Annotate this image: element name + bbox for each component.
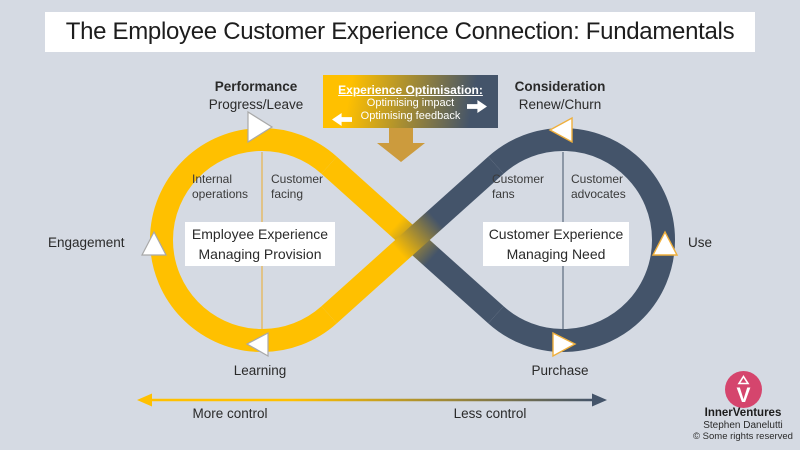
stage-performance-label: Performance [214, 79, 298, 94]
stage-learning-label: Learning [233, 363, 287, 378]
employee-flow-triangle-bottom-icon [245, 332, 269, 358]
customer-advocates-label: Customer advocates [571, 172, 626, 201]
optimisation-heading: Experience Optimisation: [338, 83, 483, 97]
control-axis-right-arrowhead-icon [592, 393, 607, 407]
page-title: The Employee Customer Experience Connect… [45, 12, 755, 52]
stage-engagement-label: Engagement [48, 235, 125, 250]
employee-flow-triangle-top-icon [247, 110, 274, 144]
stage-purchase-label: Purchase [531, 363, 589, 378]
experience-optimisation-box: Experience Optimisation: Optimising impa… [323, 75, 498, 128]
customer-facing-label: Customer facing [271, 172, 324, 201]
logo-triangle-icon [737, 375, 750, 385]
employee-flow-triangle-left-icon [141, 230, 167, 256]
innerventures-logo: V [725, 371, 762, 408]
customer-experience-line1: Customer Experience [488, 226, 624, 242]
more-control-label: More control [192, 406, 268, 421]
stage-progress-leave-label: Progress/Leave [208, 97, 304, 112]
optimisation-impact-label: Optimising impact [366, 97, 455, 109]
optimisation-feedback-label: Optimising feedback [360, 109, 461, 122]
customer-flow-triangle-right-icon [651, 230, 679, 256]
customer-fans-label: Customer fans [492, 172, 545, 201]
optimisation-down-arrow-icon [377, 128, 425, 162]
stage-consideration-label: Consideration [514, 79, 606, 94]
customer-experience-line2: Managing Need [506, 246, 606, 262]
employee-experience-line1: Employee Experience [191, 226, 329, 242]
less-control-label: Less control [453, 406, 527, 421]
internal-operations-label: Internal operations [192, 172, 249, 201]
control-axis-left-arrowhead-icon [137, 393, 152, 407]
customer-flow-triangle-bottom-icon [552, 331, 577, 358]
logo-circle-icon [725, 371, 762, 408]
customer-flow-triangle-top-icon [548, 116, 573, 144]
author-name-label: Stephen Danelutti [703, 420, 783, 431]
brand-name-label: InnerVentures [704, 407, 782, 419]
stage-renew-churn-label: Renew/Churn [518, 97, 602, 112]
employee-experience-line2: Managing Provision [198, 246, 322, 262]
rights-label: © Some rights reserved [693, 431, 793, 442]
customer-experience-box: Customer Experience Managing Need [483, 222, 629, 266]
stage-use-label: Use [688, 235, 713, 250]
loop-cross-segment-ascending [321, 156, 504, 324]
logo-letter: V [736, 384, 750, 407]
employee-experience-box: Employee Experience Managing Provision [185, 222, 335, 266]
